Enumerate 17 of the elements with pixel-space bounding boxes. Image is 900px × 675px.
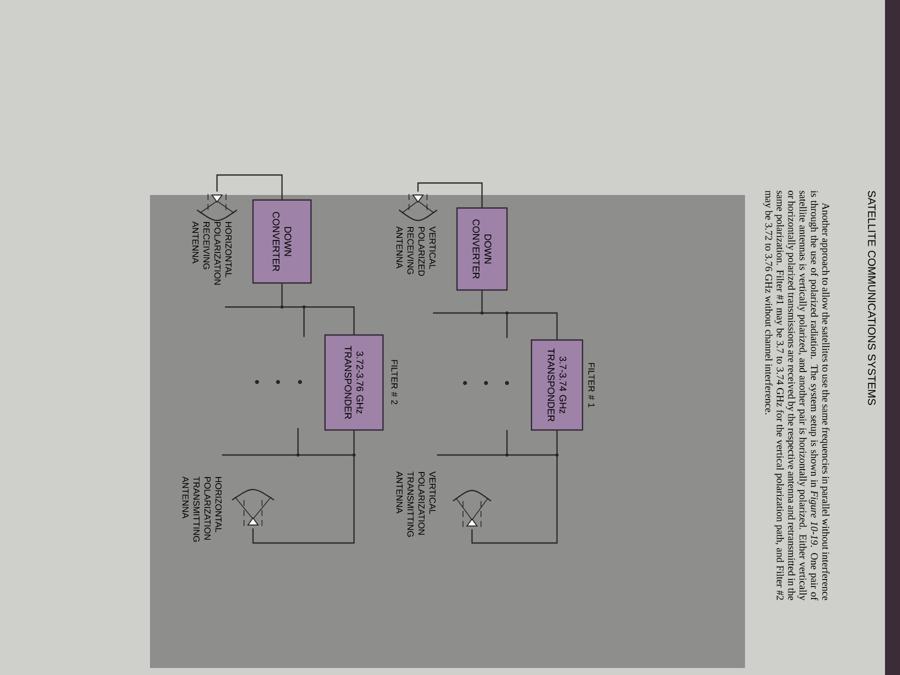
process-box: DOWN CONVERTER	[456, 207, 508, 291]
antenna-label: VERTICAL POLARIZATION TRANSMITTING ANTENNA	[396, 471, 436, 537]
antenna-label: HORIZONTAL POLARIZATION TRANSMITTING ANTENNA	[182, 476, 222, 542]
process-box: DOWN CONVERTER	[252, 199, 312, 284]
connector-line	[417, 182, 483, 208]
connector-line	[221, 427, 355, 544]
filter-label: FILTER # 1	[588, 363, 594, 408]
running-head: SATELLITE COMMUNICATIONS SYSTEMS	[868, 190, 876, 405]
process-box: 3.7-3.74 GHz TRANSPONDER	[530, 339, 584, 431]
connector-line	[436, 429, 558, 544]
process-box: 3.72-3.76 GHz TRANSPONDER	[324, 334, 384, 431]
connector-line	[216, 174, 283, 200]
connector-line	[432, 290, 558, 340]
connector-line	[224, 283, 355, 338]
antenna-label: HORIZONTAL POLARIZATION RECEIVING ANTENNA	[192, 221, 232, 285]
antenna-label: VERTICAL POLARIZED RECEIVING ANTENNA	[396, 226, 436, 276]
filter-label: FILTER # 2	[391, 360, 398, 404]
